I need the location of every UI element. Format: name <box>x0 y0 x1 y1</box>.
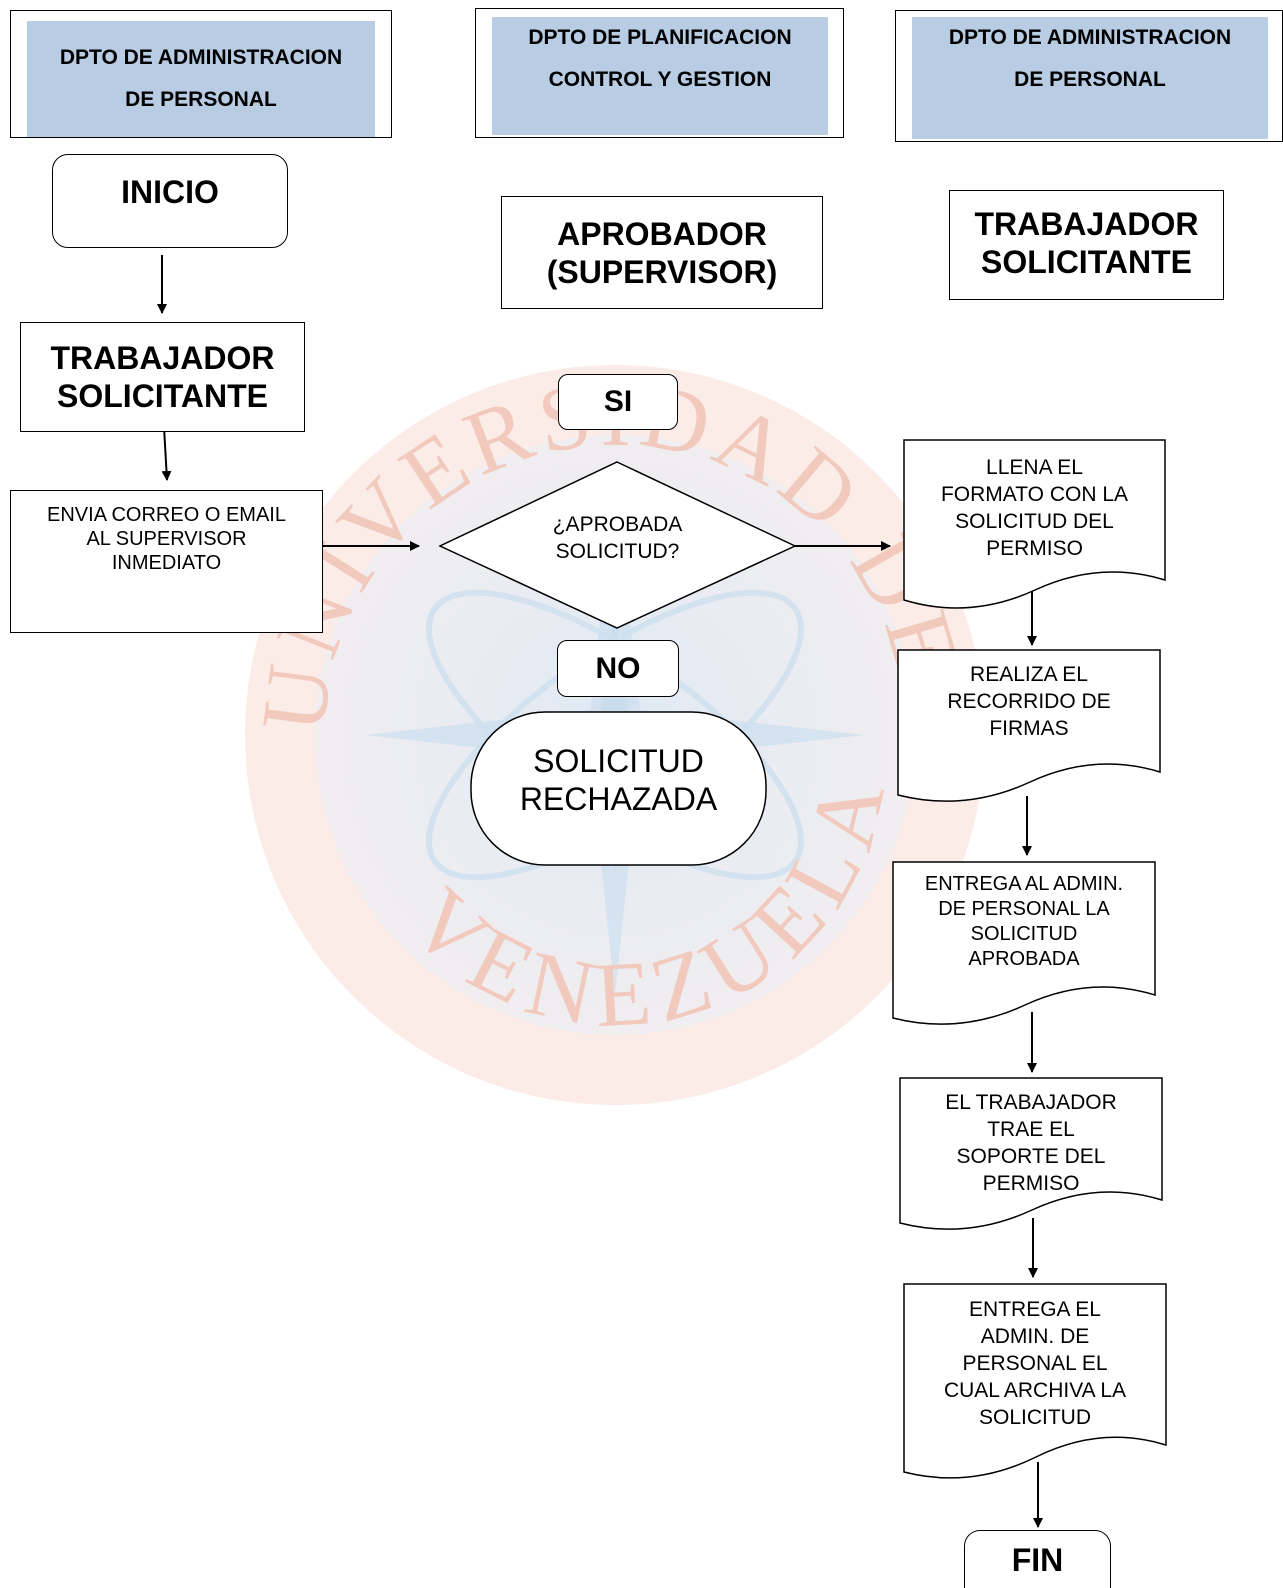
document-step-4: EL TRABAJADOR TRAE EL SOPORTE DEL PERMIS… <box>900 1089 1162 1197</box>
lane-header-left: DPTO DE ADMINISTRACION DE PERSONAL <box>10 10 392 138</box>
role-box-left: TRABAJADOR SOLICITANTE <box>20 322 305 432</box>
arrow-trabajador-to-email <box>161 426 172 481</box>
yes-label: SI <box>603 385 633 418</box>
rejected-terminal-shape <box>470 711 767 866</box>
no-label: NO <box>595 651 641 685</box>
doc3-line4: APROBADA <box>968 948 1080 970</box>
doc4-line3: SOPORTE DEL <box>956 1145 1106 1168</box>
document-step-2: REALIZA EL RECORRIDO DE FIRMAS <box>898 661 1160 742</box>
doc4-line4: PERMISO <box>982 1172 1080 1195</box>
role-middle-line1: APROBADOR <box>557 215 767 252</box>
doc1-line1: LLENA EL <box>986 456 1083 479</box>
doc1-line2: FORMATO CON LA <box>940 483 1129 506</box>
role-right-line2: SOLICITANTE <box>981 244 1192 280</box>
doc3-line3: SOLICITUD <box>970 923 1078 945</box>
role-middle-line2: (SUPERVISOR) <box>546 253 778 290</box>
doc5-line4: CUAL ARCHIVA LA <box>943 1379 1127 1402</box>
lane-header-middle-fill: DPTO DE PLANIFICACION CONTROL Y GESTION <box>492 17 828 135</box>
doc5-line3: PERSONAL EL <box>962 1352 1108 1375</box>
university-seal-watermark: UNIVERSIDAD DE ORIENTE VENEZUELA <box>235 355 985 1105</box>
doc5-line1: ENTREGA EL <box>969 1298 1101 1321</box>
doc3-line1: ENTREGA AL ADMIN. <box>924 873 1124 895</box>
email-step-line2: AL SUPERVISOR <box>86 528 247 550</box>
doc1-line4: PERMISO <box>986 537 1083 560</box>
lane-header-right-line1: DPTO DE ADMINISTRACION <box>948 26 1232 49</box>
doc4-line1: EL TRABAJADOR <box>945 1091 1117 1114</box>
document-shape-3 <box>892 861 1156 1025</box>
doc3-line2: DE PERSONAL LA <box>938 898 1110 920</box>
role-left-line1: TRABAJADOR <box>50 340 275 376</box>
document-step-5: ENTREGA EL ADMIN. DE PERSONAL EL CUAL AR… <box>904 1296 1166 1431</box>
doc5-line2: ADMIN. DE <box>980 1325 1090 1348</box>
doc4-line2: TRAE EL <box>987 1118 1075 1141</box>
role-box-middle: APROBADOR (SUPERVISOR) <box>501 196 823 309</box>
no-label-box: NO <box>557 640 679 697</box>
rejected-line2: RECHAZADA <box>519 781 718 817</box>
rejected-line1: SOLICITUD <box>533 743 704 779</box>
document-shape-5 <box>903 1283 1167 1479</box>
lane-header-middle: DPTO DE PLANIFICACION CONTROL Y GESTION <box>475 8 844 138</box>
role-box-right: TRABAJADOR SOLICITANTE <box>949 190 1224 300</box>
decision-text: ¿APROBADA SOLICITUD? <box>470 511 765 565</box>
lane-header-right: DPTO DE ADMINISTRACION DE PERSONAL <box>895 10 1283 142</box>
email-step-box: ENVIA CORREO O EMAIL AL SUPERVISOR INMED… <box>10 490 323 633</box>
role-right-line1: TRABAJADOR <box>974 206 1199 242</box>
email-step-line3: INMEDIATO <box>111 552 222 574</box>
doc2-line2: RECORRIDO DE <box>947 690 1111 713</box>
end-terminal: FIN <box>964 1530 1111 1588</box>
email-step-line1: ENVIA CORREO O EMAIL <box>47 504 286 526</box>
lane-header-left-line2: DE PERSONAL <box>125 88 277 111</box>
document-step-1: LLENA EL FORMATO CON LA SOLICITUD DEL PE… <box>904 454 1165 562</box>
lane-header-left-line1: DPTO DE ADMINISTRACION <box>59 46 343 69</box>
doc5-line5: SOLICITUD <box>978 1406 1091 1429</box>
role-left-line2: SOLICITANTE <box>57 378 268 414</box>
lane-header-right-fill: DPTO DE ADMINISTRACION DE PERSONAL <box>912 17 1268 139</box>
document-step-3: ENTREGA AL ADMIN. DE PERSONAL LA SOLICIT… <box>893 872 1155 972</box>
doc2-line3: FIRMAS <box>989 717 1069 740</box>
decision-line2: SOLICITUD? <box>555 540 680 563</box>
end-label: FIN <box>1011 1541 1064 1578</box>
decision-line1: ¿APROBADA <box>552 513 683 536</box>
lane-header-left-fill: DPTO DE ADMINISTRACION DE PERSONAL <box>27 21 375 137</box>
decision-diamond <box>438 461 797 629</box>
lane-header-middle-line2: CONTROL Y GESTION <box>548 68 772 91</box>
document-shape-2 <box>897 649 1161 802</box>
document-shape-4 <box>899 1077 1163 1230</box>
doc1-line3: SOLICITUD DEL <box>955 510 1114 533</box>
document-shape-1 <box>903 439 1166 609</box>
start-terminal: INICIO <box>52 154 288 248</box>
lane-header-middle-line1: DPTO DE PLANIFICACION <box>528 26 792 49</box>
yes-label-box: SI <box>558 374 678 430</box>
rejected-terminal: SOLICITUD RECHAZADA <box>471 742 766 818</box>
start-label: INICIO <box>121 174 219 210</box>
doc2-line1: REALIZA EL <box>970 663 1088 686</box>
lane-header-right-line2: DE PERSONAL <box>1014 68 1166 91</box>
